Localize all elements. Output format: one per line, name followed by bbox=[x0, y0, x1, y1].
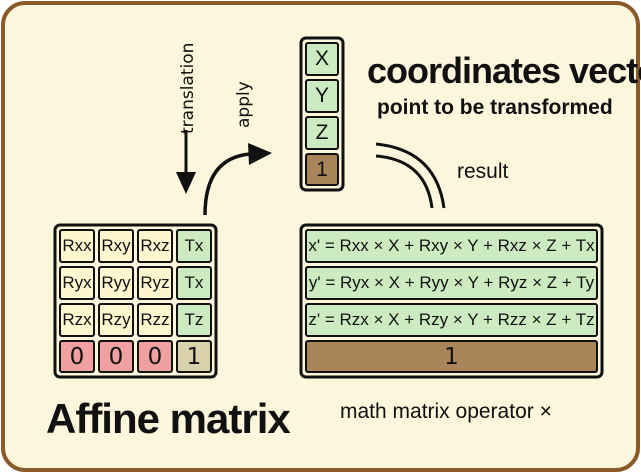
affine-frame bbox=[53, 223, 218, 379]
affine-cell: 0 bbox=[98, 340, 134, 373]
apply-label: apply bbox=[234, 81, 254, 128]
vector-subtitle: point to be transformed bbox=[377, 96, 613, 119]
affine-cell: Rxz bbox=[137, 229, 173, 263]
affine-cell: Rzy bbox=[98, 303, 134, 337]
vector-frame bbox=[299, 36, 345, 192]
affine-cell: Ryz bbox=[137, 266, 173, 300]
vector-cell-w: 1 bbox=[305, 153, 339, 186]
vector-title: coordinates vector bbox=[367, 50, 641, 91]
affine-cell: Tx bbox=[176, 266, 212, 300]
affine-cell: Tz bbox=[176, 303, 212, 337]
result-row-w: 1 bbox=[305, 340, 598, 373]
affine-cell: Rxy bbox=[98, 229, 134, 263]
result-curve bbox=[375, 142, 446, 209]
affine-cell: 0 bbox=[59, 340, 95, 373]
result-row-z: z' = Rzx × X + Rzy × Y + Rzz × Z + Tz bbox=[305, 303, 598, 337]
vector-cell-y: Y bbox=[305, 79, 339, 113]
affine-cell: Tx bbox=[176, 229, 212, 263]
affine-cell: Rzz bbox=[137, 303, 173, 337]
vector-cell-z: Z bbox=[305, 116, 339, 150]
affine-cell: Ryx bbox=[59, 266, 95, 300]
apply-arrow bbox=[203, 143, 272, 216]
translation-arrow bbox=[176, 130, 196, 194]
result-row-x: x' = Rxx × X + Rxy × Y + Rxz × Z + Tx bbox=[305, 229, 598, 263]
result-frame bbox=[299, 223, 604, 379]
affine-title: Affine matrix bbox=[46, 395, 291, 442]
result-caption: math matrix operator × bbox=[340, 400, 552, 423]
affine-cell: 1 bbox=[176, 340, 212, 373]
result-row-y: y' = Ryx × X + Ryy × Y + Ryz × Z + Ty bbox=[305, 266, 598, 300]
vector-cell-x: X bbox=[305, 42, 339, 76]
affine-cell: 0 bbox=[137, 340, 173, 373]
result-label: result bbox=[457, 160, 509, 183]
affine-cell: Ryy bbox=[98, 266, 134, 300]
affine-cell: Rzx bbox=[59, 303, 95, 337]
translation-label: translation bbox=[178, 42, 198, 134]
affine-cell: Rxx bbox=[59, 229, 95, 263]
